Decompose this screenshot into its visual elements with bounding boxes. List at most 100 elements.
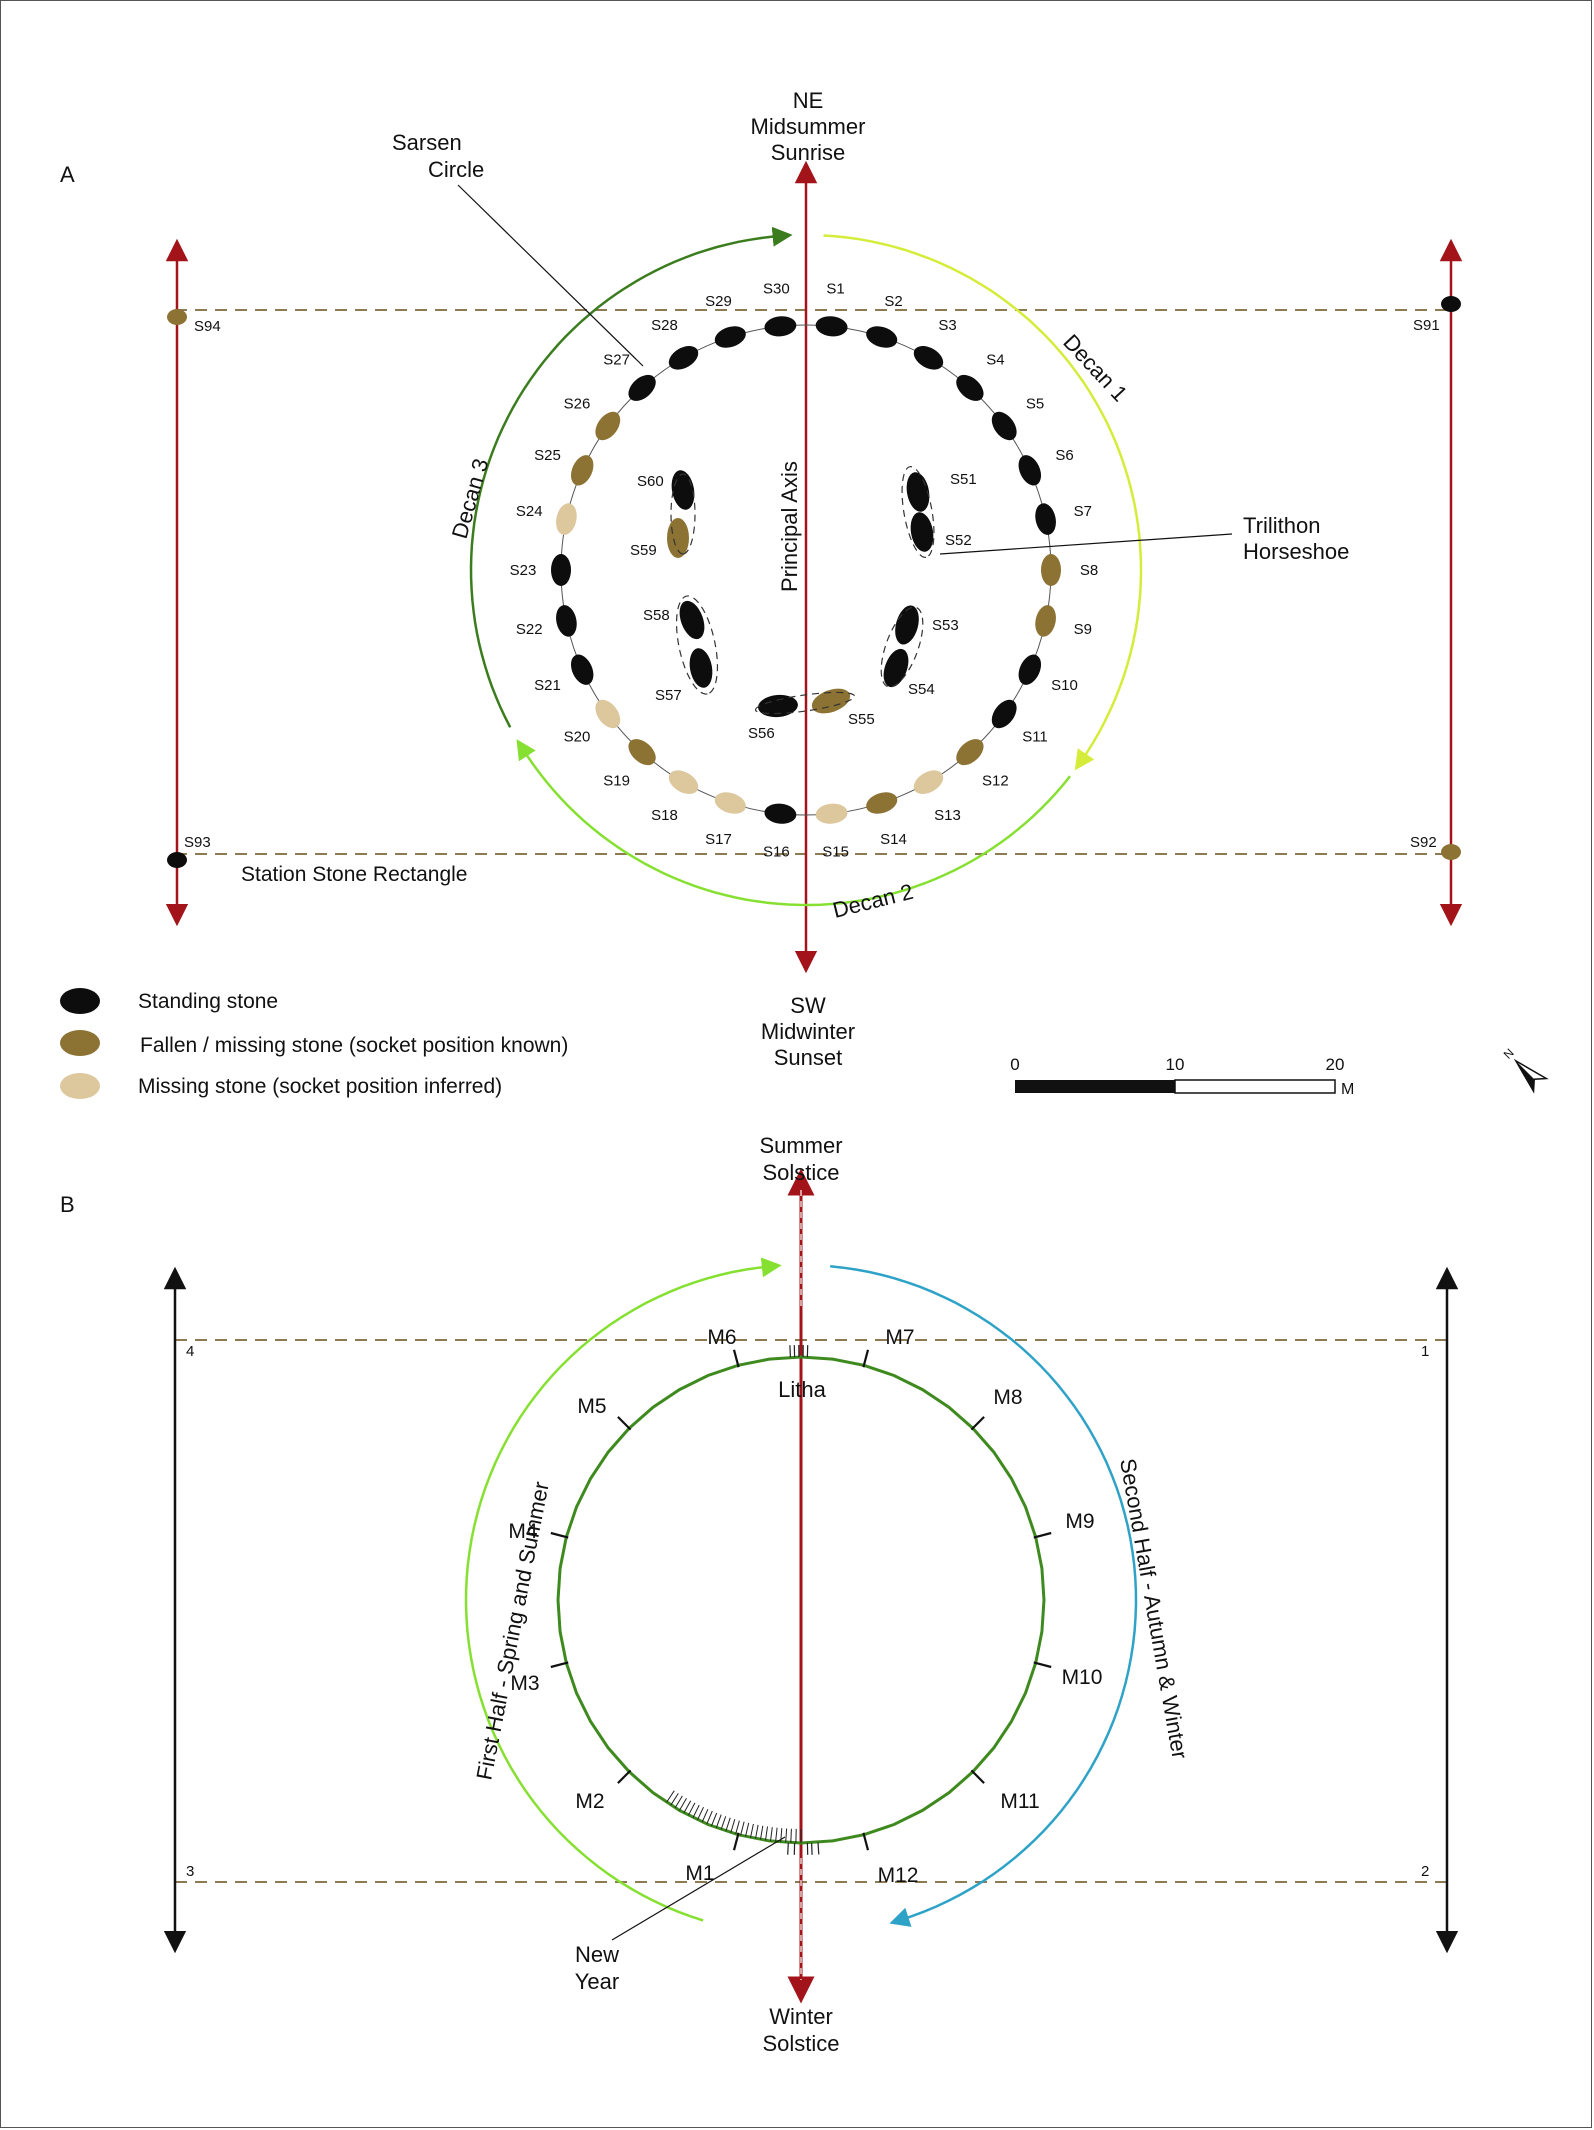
label-s54: S54 [908,681,935,698]
month-label-m10: M10 [1062,1666,1103,1689]
scale-tick-20: 20 [1326,1055,1345,1074]
stone-s13 [913,770,944,794]
stone-s54 [883,648,909,688]
trilithon-outline [880,606,924,688]
solstice-hatch [789,1345,791,1358]
scale-bar-black [1015,1080,1175,1093]
scale-tick-0: 0 [1010,1055,1019,1074]
label-s12: S12 [982,772,1009,789]
stone-s11 [991,699,1017,729]
label-s20: S20 [564,728,591,745]
decan-1-arc [823,234,1143,771]
legend-fallen-swatch [60,1030,100,1056]
panel-a: A S1S2S3S4S5S6S7S8S9S10S11S12S13S14S15S1… [60,88,1549,1099]
stone-s14 [866,792,898,814]
day-hatch [697,1806,704,1821]
decan-3-label: Decan 3 [447,456,494,542]
panel-b-label: B [60,1192,75,1217]
day-hatch [720,1816,727,1830]
stone-s93 [167,852,187,868]
label-s2: S2 [884,293,902,310]
day-hatch [765,1826,768,1841]
label-s8: S8 [1080,562,1098,579]
stone-s7 [1035,503,1056,535]
corner-number-1: 1 [1421,1343,1429,1360]
stone-s15 [815,803,848,824]
litha-label: Litha [778,1377,826,1402]
month-label-m4: M4 [508,1520,537,1543]
label-s15: S15 [822,843,849,860]
month-ticks [550,1349,1052,1851]
label-s30: S30 [763,281,790,298]
stone-s3 [913,346,944,370]
stone-s22 [556,605,577,637]
label-s59: S59 [630,542,657,559]
day-hatch [687,1802,696,1816]
direction-sw: SW [790,993,826,1018]
label-s55: S55 [848,711,875,728]
label-s56: S56 [748,725,775,742]
stone-s19 [628,739,656,766]
stone-s56 [758,694,798,718]
month-label-m12: M12 [878,1864,919,1887]
day-hatch [715,1814,722,1828]
label-s27: S27 [603,352,630,369]
solstice-hatch [787,1842,789,1855]
label-s29: S29 [705,293,732,310]
trilithon-label-1: Trilithon [1243,513,1320,538]
label-s21: S21 [534,677,561,694]
stone-s20 [595,699,621,729]
stone-s9 [1035,605,1056,637]
stone-s25 [570,455,594,486]
month-tick [862,1832,870,1851]
trilithon-outline [754,691,856,715]
label-s60: S60 [637,473,664,490]
stone-s6 [1018,455,1042,486]
month-label-m5: M5 [577,1395,606,1418]
month-tick [1033,1661,1052,1669]
corner-number-2: 2 [1421,1863,1429,1880]
label-s13: S13 [934,807,961,824]
legend-fallen-label: Fallen / missing stone (socket position … [140,1034,568,1057]
day-hatch [692,1804,700,1818]
decan-1-label: Decan 1 [1058,329,1132,406]
direction-midsummer: Midsummer [751,114,866,139]
trilithon-label-2: Horseshoe [1243,539,1349,564]
stone-s29 [714,326,746,348]
day-hatch [750,1823,754,1838]
legend-inferred-swatch [60,1073,100,1099]
sarsen-circle-label-2: Circle [428,157,484,182]
day-hatch [735,1820,740,1835]
north-arrow-icon: N [1501,1046,1549,1094]
label-s3: S3 [938,317,956,334]
label-s25: S25 [534,447,561,464]
summer-solstice-label-1: Summer [759,1133,842,1158]
month-label-m6: M6 [707,1326,736,1349]
station-rectangle-label: Station Stone Rectangle [241,863,468,886]
month-tick [550,1531,569,1539]
second-half-arc [830,1265,1138,1927]
label-s23: S23 [510,562,537,579]
day-hatch [785,1828,788,1843]
label-s10: S10 [1051,677,1078,694]
stone-s58 [679,600,705,640]
stone-s59 [667,518,689,558]
scale-tick-10: 10 [1166,1055,1185,1074]
stone-s27 [628,374,656,401]
scale-unit: M [1341,1081,1354,1098]
sarsen-circle-label-1: Sarsen [392,130,462,155]
winter-solstice-label-2: Solstice [762,2031,839,2056]
month-tick [617,1416,632,1431]
label-s28: S28 [651,317,678,334]
label-s14: S14 [880,831,907,848]
month-label-m3: M3 [510,1672,539,1695]
panel-a-label: A [60,162,75,187]
month-label-m9: M9 [1065,1510,1094,1533]
label-s24: S24 [516,503,543,520]
legend-standing-label: Standing stone [138,990,278,1013]
